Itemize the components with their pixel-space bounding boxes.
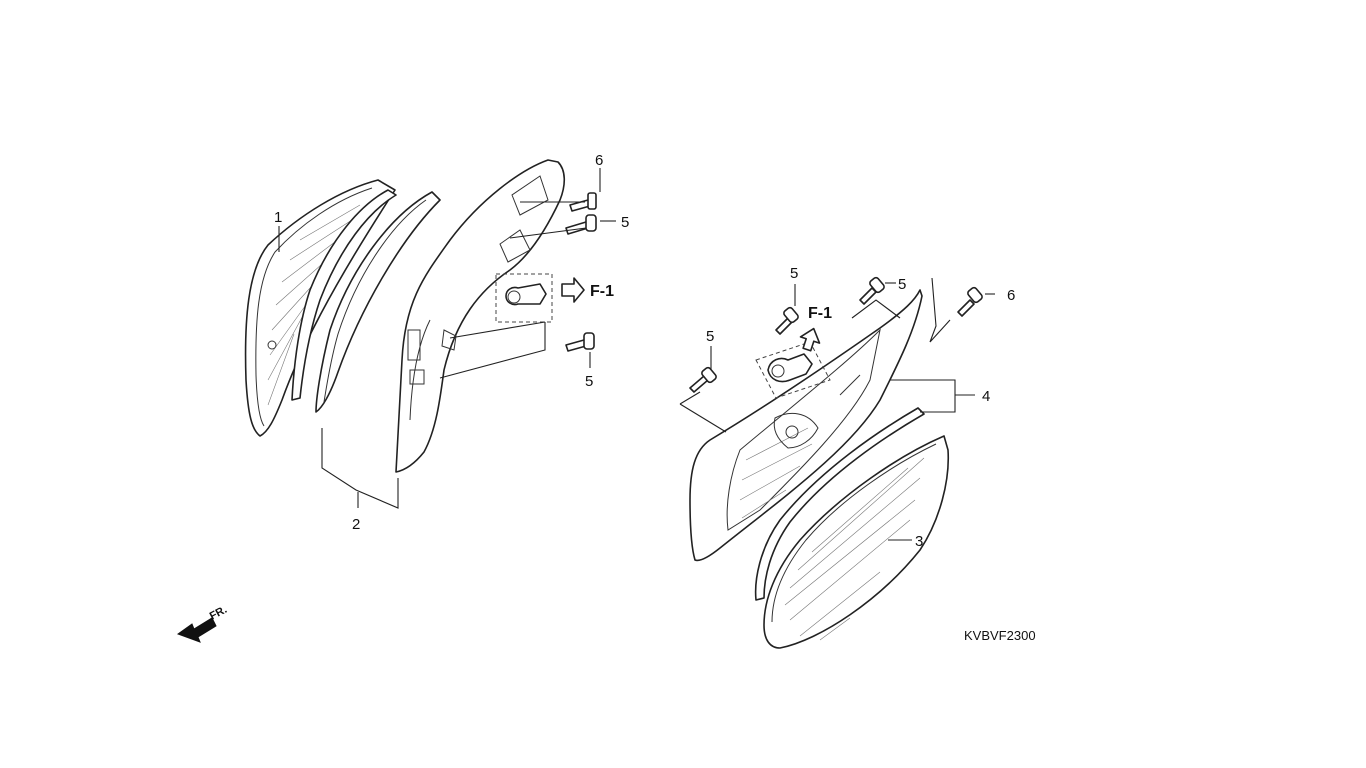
screw-icon [689,366,717,393]
callout-6-left: 6 [595,152,603,169]
part-3-lens [763,435,950,649]
diagram-code: KVBVF2300 [964,628,1036,643]
part-1-lens [244,179,396,437]
reference-f1-left: F-1 [590,283,614,300]
callout-2: 2 [352,516,360,533]
screw-icon [565,214,597,235]
part-2-gasket [291,189,441,413]
callout-5-left-bottom: 5 [585,373,593,390]
housing-left [395,159,566,473]
screw-icon [565,332,595,352]
bulb-socket-icon [755,341,831,399]
part-4-housing [689,289,923,562]
callout-5-right-top: 5 [790,265,798,282]
part-3-gasket [754,407,925,601]
arrow-right-icon [561,277,585,303]
screw-icon [859,276,885,305]
callout-5-right-mid: 5 [898,276,906,293]
callout-6-right: 6 [1007,287,1015,304]
callout-3: 3 [915,533,923,550]
callout-4: 4 [982,388,990,405]
screw-icon [775,306,799,335]
front-arrow-icon [176,617,217,643]
callout-1: 1 [274,209,282,226]
arrow-up-icon [799,327,821,352]
bulb-socket-icon [495,273,553,323]
callout-5-left-top: 5 [621,214,629,231]
screw-icon [957,286,983,317]
front-indicator-label: FR. [208,604,229,623]
reference-f1-right: F-1 [808,305,832,322]
callout-5-right-left: 5 [706,328,714,345]
